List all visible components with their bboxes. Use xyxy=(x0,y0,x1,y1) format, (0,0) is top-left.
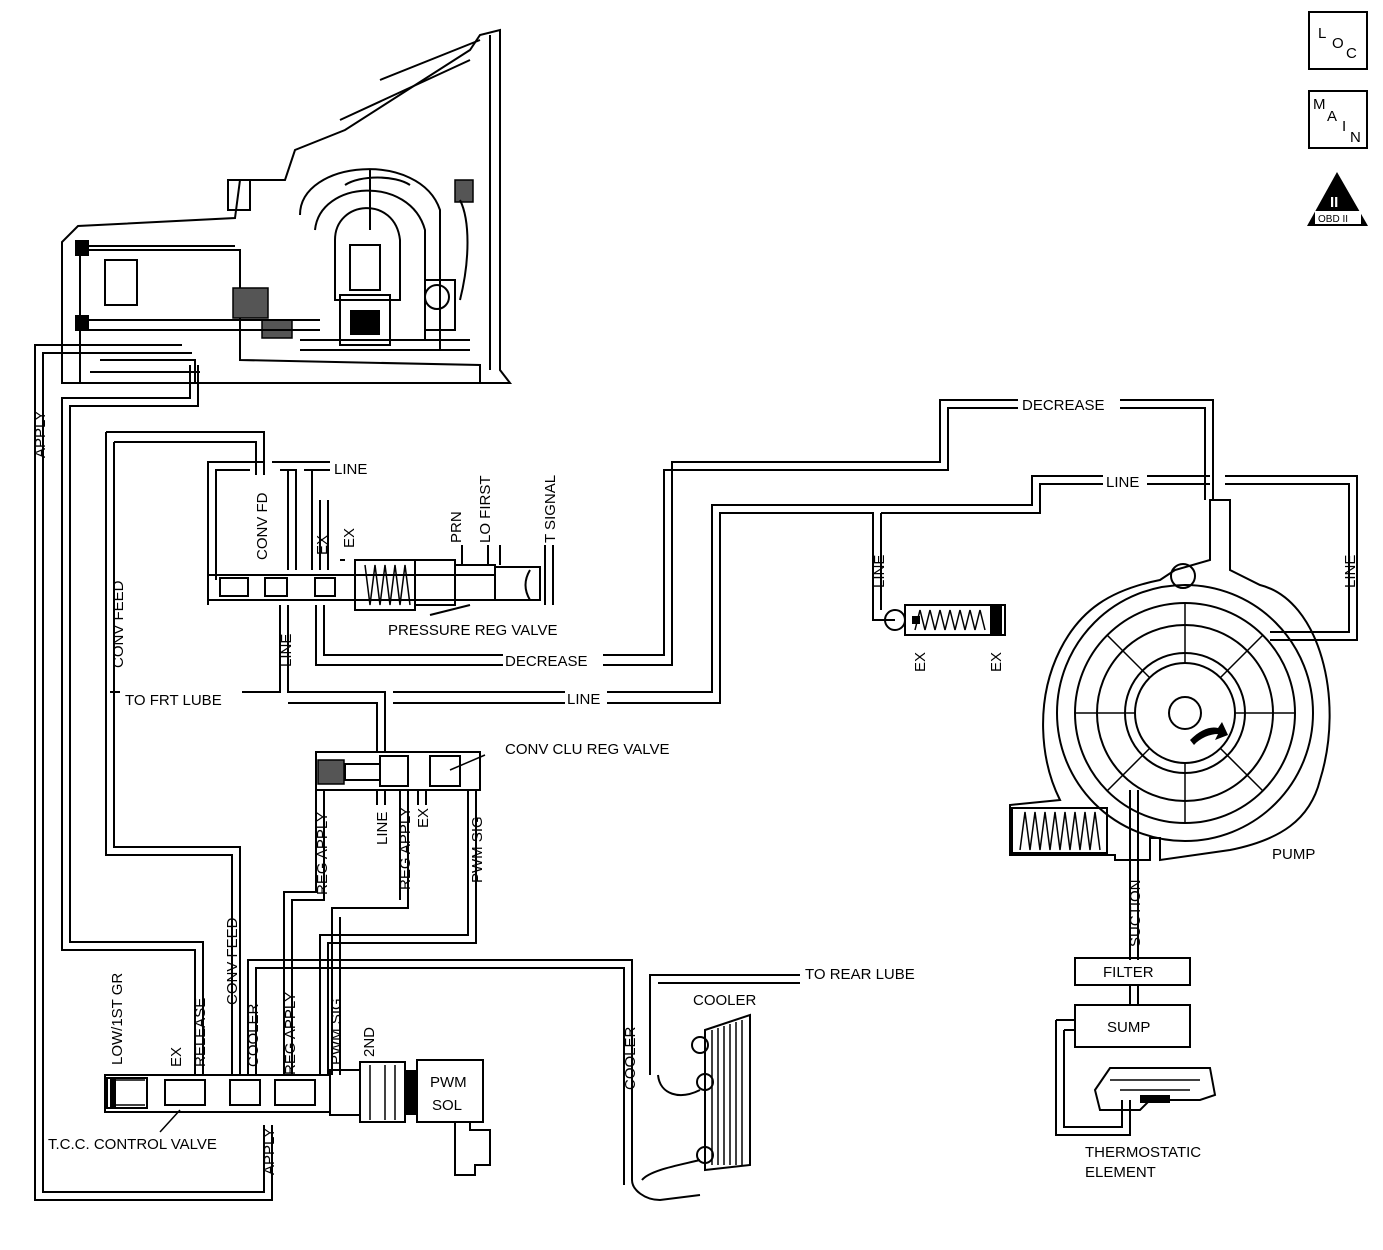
label-line-below-reg: LINE xyxy=(278,634,295,667)
label-ex-boost-1: EX xyxy=(912,652,929,672)
svg-text:OBD II: OBD II xyxy=(1318,214,1348,225)
label-ex-1: EX xyxy=(314,535,331,555)
label-cooler: COOLER xyxy=(693,992,757,1009)
loc-badge[interactable]: L O C xyxy=(1308,11,1368,70)
hydraulic-lines xyxy=(34,344,1358,1202)
pwm-solenoid xyxy=(416,1059,491,1176)
label-to-rear-lube: TO REAR LUBE xyxy=(805,966,915,983)
label-lo-first: LO FIRST xyxy=(477,475,494,543)
label-element: ELEMENT xyxy=(1085,1164,1156,1181)
pressure-reg-valve xyxy=(208,559,541,616)
label-conv-clu-reg-valve: CONV CLU REG VALVE xyxy=(505,741,670,758)
svg-text:O: O xyxy=(1332,35,1344,52)
svg-text:C: C xyxy=(1346,45,1357,62)
label-2nd: 2ND xyxy=(361,1027,378,1057)
label-line-vert-pump: LINE xyxy=(1342,555,1359,588)
label-conv-feed-2: CONV FEED xyxy=(224,917,241,1005)
label-apply-left: APPLY xyxy=(32,411,49,458)
svg-text:A: A xyxy=(1327,108,1337,125)
label-ex-tcc: EX xyxy=(168,1047,185,1067)
label-reg-apply-1: REG APPLY xyxy=(314,812,331,895)
boost-spring-valve xyxy=(884,604,1006,636)
conv-clu-reg-valve xyxy=(315,751,486,791)
label-line-upper-right: LINE xyxy=(1106,474,1139,491)
label-line-top: LINE xyxy=(334,461,367,478)
sump-box xyxy=(1074,1004,1191,1048)
label-pump: PUMP xyxy=(1272,846,1315,863)
label-ex-boost-2: EX xyxy=(988,652,1005,672)
pump-assembly xyxy=(1009,499,1331,862)
label-pwm-sig-1: PWM SIG xyxy=(469,816,486,883)
label-low-1st-gr: LOW/1ST GR xyxy=(109,973,126,1065)
svg-text:II: II xyxy=(1330,194,1338,211)
label-decrease-top: DECREASE xyxy=(1022,397,1105,414)
label-suction: SUCTION xyxy=(1127,880,1144,948)
svg-text:L: L xyxy=(1318,25,1326,42)
label-line-vert-boost: LINE xyxy=(871,555,888,588)
label-decrease-mid: DECREASE xyxy=(505,653,588,670)
label-release: RELEASE xyxy=(192,998,209,1067)
label-pwm-sol-2: SOL xyxy=(432,1097,462,1114)
label-pwm-sol-1: PWM xyxy=(430,1074,467,1091)
label-conv-feed-left: CONV FEED xyxy=(110,580,127,668)
tcc-control-valve xyxy=(104,1061,417,1133)
label-thermostatic: THERMOSTATIC xyxy=(1085,1144,1201,1161)
label-prn: PRN xyxy=(448,511,465,543)
label-cooler-vert: COOLER xyxy=(245,1003,262,1067)
label-to-frt-lube: TO FRT LUBE xyxy=(125,692,222,709)
transmission-cross-section xyxy=(61,28,513,384)
label-ex-clu: EX xyxy=(415,808,432,828)
svg-text:I: I xyxy=(1342,118,1346,135)
thermostatic-element xyxy=(1093,1067,1217,1111)
label-reg-apply-2: REG APPLY xyxy=(397,807,414,890)
label-ex-2: EX xyxy=(341,528,358,548)
label-pressure-reg-valve: PRESSURE REG VALVE xyxy=(388,622,558,639)
label-tcc-control-valve: T.C.C. CONTROL VALVE xyxy=(48,1136,217,1153)
label-reg-apply-3: REG APPLY xyxy=(282,992,299,1075)
filter-box xyxy=(1074,957,1191,986)
svg-text:N: N xyxy=(1350,129,1361,146)
diagram-labels: APPLY CONV FEED CONV FD EX EX PRN LO FIR… xyxy=(32,394,1359,1181)
label-filter: FILTER xyxy=(1103,964,1154,981)
cooler-unit xyxy=(691,1013,751,1172)
label-apply-bottom: APPLY xyxy=(261,1128,278,1175)
obd-ii-badge[interactable]: II OBD II xyxy=(1307,172,1368,226)
main-badge[interactable]: M A I N xyxy=(1308,90,1368,149)
label-conv-fd: CONV FD xyxy=(254,492,271,560)
label-pwm-sig-2: PWM SIG xyxy=(328,998,345,1065)
label-sump: SUMP xyxy=(1107,1019,1150,1036)
label-line-mid: LINE xyxy=(567,691,600,708)
label-t-signal: T SIGNAL xyxy=(542,475,559,543)
label-cooler-line: COOLER xyxy=(622,1026,639,1090)
label-line-clu: LINE xyxy=(374,812,391,845)
svg-text:M: M xyxy=(1313,96,1326,113)
